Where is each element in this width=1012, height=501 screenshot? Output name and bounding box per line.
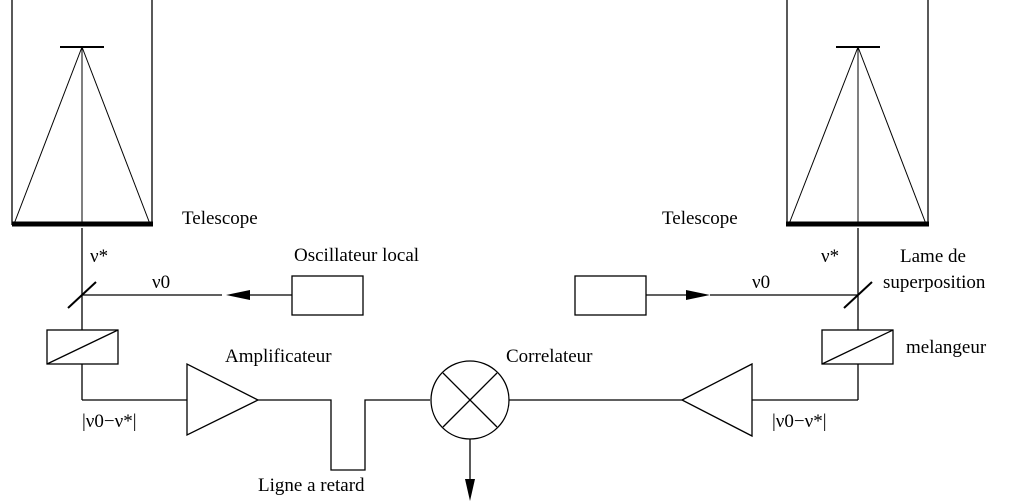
correlateur-label: Correlateur: [506, 346, 593, 367]
nu0-left-label: ν0: [152, 272, 170, 293]
right-oscillator-box: [574, 275, 647, 316]
right-mixer-diagonal: [821, 329, 894, 365]
right-signal-path: [509, 228, 894, 438]
correlator: [430, 360, 510, 501]
diff-left-label: |ν0−ν*|: [82, 411, 137, 432]
correlator-cross: [442, 372, 498, 428]
local-oscillator-box: [291, 275, 364, 316]
nu0-right-label: ν0: [752, 272, 770, 293]
lame-label-line2: superposition: [883, 272, 986, 293]
right-telescope: [786, 0, 929, 227]
delay-line: [258, 399, 430, 471]
nu-star-left-label: ν*: [90, 246, 108, 267]
nu-star-right-label: ν*: [821, 246, 839, 267]
right-beam-ray: [788, 46, 859, 225]
left-mixer-diagonal: [46, 329, 119, 365]
amplificateur-label: Amplificateur: [225, 346, 332, 367]
lame-label-line1: Lame de: [900, 246, 966, 267]
left-beam-ray: [81, 46, 151, 225]
right-lo-arrowhead: [686, 290, 710, 300]
delay-line-label: Ligne a retard: [258, 475, 365, 496]
diff-right-label: |ν0−ν*|: [772, 411, 827, 432]
left-beam-ray: [13, 46, 83, 225]
left-signal-path: [46, 228, 430, 471]
oscillator-label: Oscillateur local: [294, 245, 419, 266]
right-amplifier: [680, 362, 753, 438]
telescope-right-label: Telescope: [662, 208, 738, 229]
melangeur-label: melangeur: [906, 337, 987, 358]
left-lo-arrowhead: [226, 290, 250, 300]
correlator-output-arrowhead: [465, 479, 475, 501]
left-amplifier: [186, 362, 260, 437]
left-telescope: [11, 0, 153, 227]
right-beam-ray: [857, 46, 927, 225]
telescope-left-label: Telescope: [182, 208, 258, 229]
